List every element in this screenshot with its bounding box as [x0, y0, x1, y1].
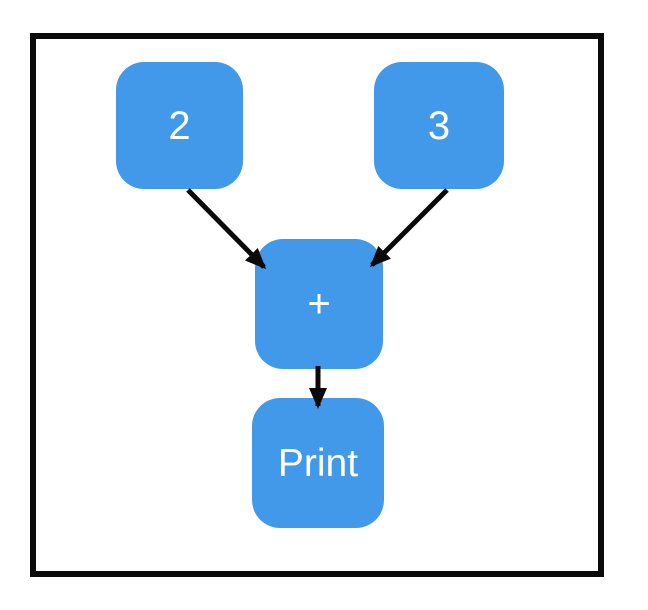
node-print: Print: [252, 398, 384, 528]
node-label: Print: [277, 441, 359, 485]
node-label: 3: [427, 103, 451, 148]
node-add-operator: +: [255, 239, 383, 369]
node-label: +: [307, 282, 331, 326]
node-input-2: 2: [116, 62, 243, 189]
node-input-3: 3: [374, 62, 504, 189]
node-label: 2: [168, 103, 191, 148]
